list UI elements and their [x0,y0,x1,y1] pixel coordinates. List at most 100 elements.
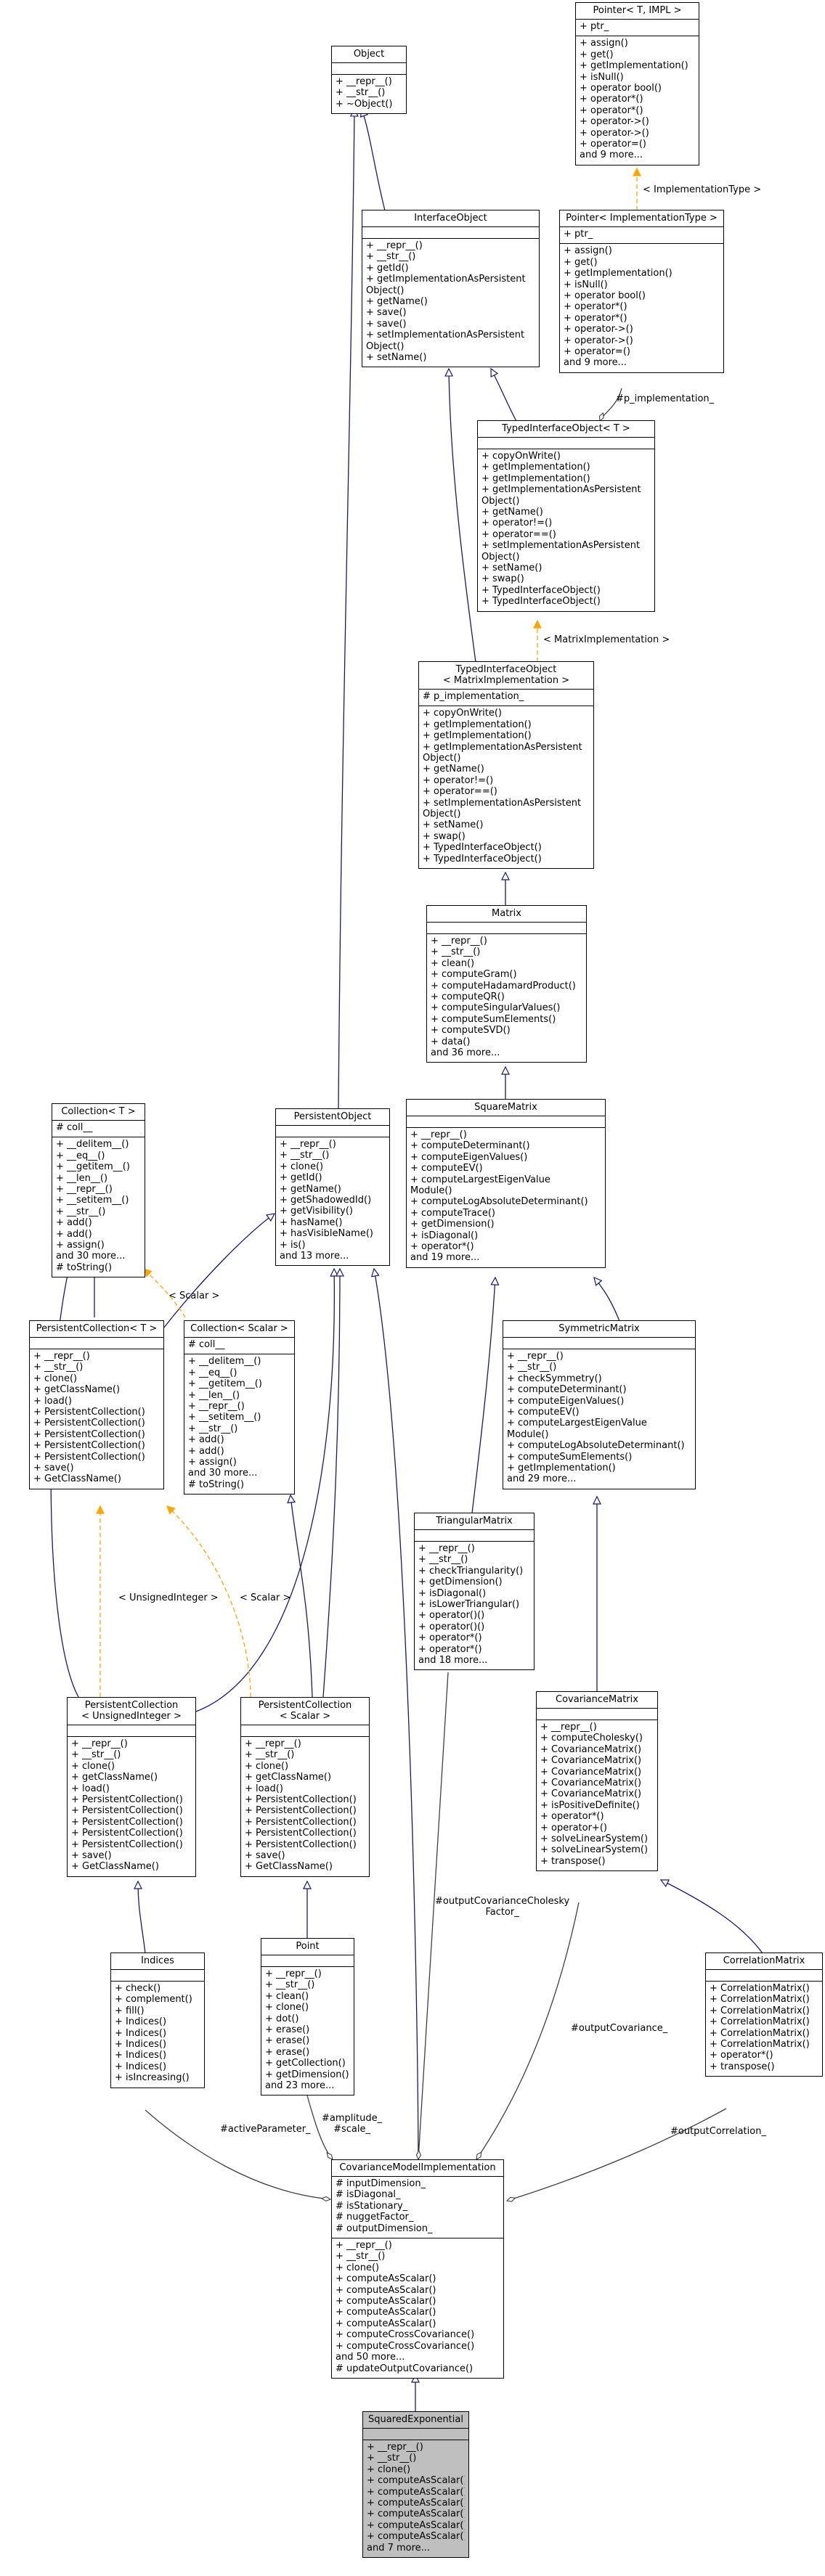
class-method: + add() [188,1434,224,1446]
class-method: and 36 more... [431,1047,500,1059]
class-covariance-model-implementation[interactable]: CovarianceModelImplementation# inputDime… [331,2159,504,2379]
class-title: SquareMatrix [407,1100,605,1116]
class-persistent-object[interactable]: PersistentObject + __repr__()+ __str__()+… [275,1108,390,1267]
class-persistent-collection-uint[interactable]: PersistentCollection< UnsignedInteger >+… [67,1697,196,1877]
class-method: + operator*() [418,1643,482,1655]
class-name-line: CovarianceMatrix [556,1694,638,1705]
class-method: + __str__() [336,87,386,99]
class-method: + __repr__() [265,1968,322,1979]
class-methods: + __repr__()+ __str__()+ clone()+ getId(… [276,1137,389,1265]
class-method: + operator->() [580,116,649,128]
class-correlation-matrix[interactable]: CorrelationMatrix+ CorrelationMatrix()+ … [705,1953,823,2077]
class-persistent-collection-scalar[interactable]: PersistentCollection< Scalar > + __repr__… [240,1697,370,1877]
class-name-line: PersistentObject [293,1111,372,1122]
class-method: + operator*() [710,2050,773,2061]
class-square-matrix[interactable]: SquareMatrix+ __repr__()+ computeDetermi… [406,1099,606,1268]
class-attributes [111,1969,204,1981]
class-squared-exponential[interactable]: SquaredExponential+ __repr__()+ __str__(… [362,2411,469,2559]
class-attributes: # coll__ [52,1120,145,1137]
class-method: + GetClassName() [71,1861,159,1873]
class-method: + __len__() [56,1172,108,1184]
class-method: + PersistentCollection() [71,1794,183,1806]
class-method: + computeLargestEigenValue [410,1174,550,1185]
edge-interfaceobject-object [362,109,386,211]
class-name-line: SquaredExponential [368,2414,463,2425]
class-method: + computeCrossCovariance() [336,2329,475,2341]
class-method: + operator->() [564,324,633,335]
class-method: + computeHadamardProduct() [431,980,576,991]
class-title: PersistentCollection< T > [30,1321,163,1337]
edge-label-active-parameter: #activeParameter_ [220,2124,311,2135]
class-method: + save() [33,1463,74,1474]
class-methods: + check()+ complement()+ fill()+ Indices… [111,1981,204,2088]
class-method: + checkTriangularity() [418,1565,524,1577]
class-method: + operator()() [418,1610,485,1622]
class-indices[interactable]: Indices + check()+ complement()+ fill()+ … [110,1953,205,2088]
class-symmetric-matrix[interactable]: SymmetricMatrix+ __repr__()+ __str__()+ … [503,1320,696,1489]
class-method: + hasName() [280,1217,343,1228]
class-method: + PersistentCollection() [33,1418,145,1429]
class-method: + computeEigenValues() [410,1151,528,1163]
class-methods: + __repr__()+ __str__()+ getId()+ getImp… [362,238,539,367]
class-methods: + __repr__()+ __str__()+ clone()+ comput… [332,2238,503,2378]
class-method: + computeLargestEigenValue [507,1418,647,1429]
class-method: + __str__() [366,251,416,263]
class-method: + __getitem__() [188,1378,262,1390]
class-object[interactable]: Object+ __repr__()+ __str__()+ ~Object() [331,46,407,115]
class-attributes [362,226,539,238]
class-method: + computeSVD() [431,1025,511,1036]
class-method: + operator*() [564,301,627,313]
class-name-line: TypedInterfaceObject [455,664,557,675]
class-method: # toString() [56,1262,113,1273]
class-interface-object[interactable]: InterfaceObject+ __repr__()+ __str__()+ … [362,210,540,368]
class-title: PersistentCollection< Scalar > [241,1698,369,1725]
class-methods: + __delitem__()+ __eq__()+ __getitem__()… [184,1354,294,1494]
class-point[interactable]: Point+ __repr__()+ __str__()+ clean()+ c… [261,1938,354,2096]
class-method: + getImplementationAsPersistent [481,484,641,496]
class-typed-interface-object-matrix[interactable]: TypedInterfaceObject< MatrixImplementati… [418,661,594,870]
class-method: + computeAsScalar() [367,2531,465,2543]
class-title: Object [332,46,406,62]
class-method: and 9 more... [580,150,643,161]
class-method: + __setitem__() [188,1412,261,1423]
class-method: + assign() [56,1240,105,1251]
class-method: + computeSumElements() [507,1451,633,1463]
class-method: + clone() [33,1373,78,1384]
class-method: + CovarianceMatrix() [540,1788,642,1800]
class-collection-t[interactable]: Collection< T ># coll__ + __delitem__() + … [52,1103,145,1278]
class-persistent-collection-t[interactable]: PersistentCollection< T >+ __repr__()+ _… [29,1320,164,1489]
class-method: + PersistentCollection() [71,1828,183,1839]
class-collection-scalar[interactable]: Collection< Scalar ># coll__+ __delitem_… [184,1320,295,1495]
class-method: + getName() [423,764,484,775]
class-method: + computeSumElements() [431,1013,556,1025]
class-method: + operator=() [580,139,646,150]
class-methods: + __repr__()+ __str__()+ clone()+ getCla… [241,1736,369,1876]
class-attribute: # isDiagonal_ [336,2189,401,2201]
class-covariance-matrix[interactable]: CovarianceMatrix + __repr__()+ computeCho… [536,1691,658,1872]
class-typed-interface-object-t[interactable]: TypedInterfaceObject< T >+ copyOnWrite()… [477,420,655,612]
class-name-line: CovarianceModelImplementation [339,2162,496,2173]
class-attributes [407,1116,605,1127]
class-method: + __delitem__() [56,1139,129,1150]
class-method: and 30 more... [56,1251,126,1262]
class-method: + __repr__() [188,1401,245,1412]
class-method: + PersistentCollection() [71,1805,183,1817]
class-method: + setImplementationAsPersistent [481,540,641,552]
class-triangular-matrix[interactable]: TriangularMatrix+ __repr__()+ __str__()+… [414,1513,535,1671]
class-method: + operator*() [580,105,643,116]
class-method: + operator bool() [580,83,662,94]
class-pointer-implementation-type[interactable]: Pointer< ImplementationType >+ ptr_+ ass… [559,210,724,373]
class-method: + add() [188,1445,224,1457]
class-method: + CorrelationMatrix() [710,2039,810,2050]
class-title: Collection< T > [52,1104,145,1120]
class-name-line: < UnsignedInteger > [81,1711,182,1722]
class-method: and 19 more... [410,1252,480,1264]
class-method: + getDimension() [410,1219,495,1230]
class-method: Module() [410,1185,452,1197]
class-method: + checkSymmetry() [507,1373,602,1384]
class-pointer-t-impl[interactable]: Pointer< T, IMPL >+ ptr_+ assign()+ get(… [575,2,699,165]
class-attributes [68,1725,195,1736]
class-methods: + __repr__()+ computeCholesky()+ Covaria… [537,1720,657,1870]
class-name-line: Indices [141,1955,174,1966]
class-matrix[interactable]: Matrix+ __repr__()+ __str__()+ clean()+ … [426,905,587,1063]
